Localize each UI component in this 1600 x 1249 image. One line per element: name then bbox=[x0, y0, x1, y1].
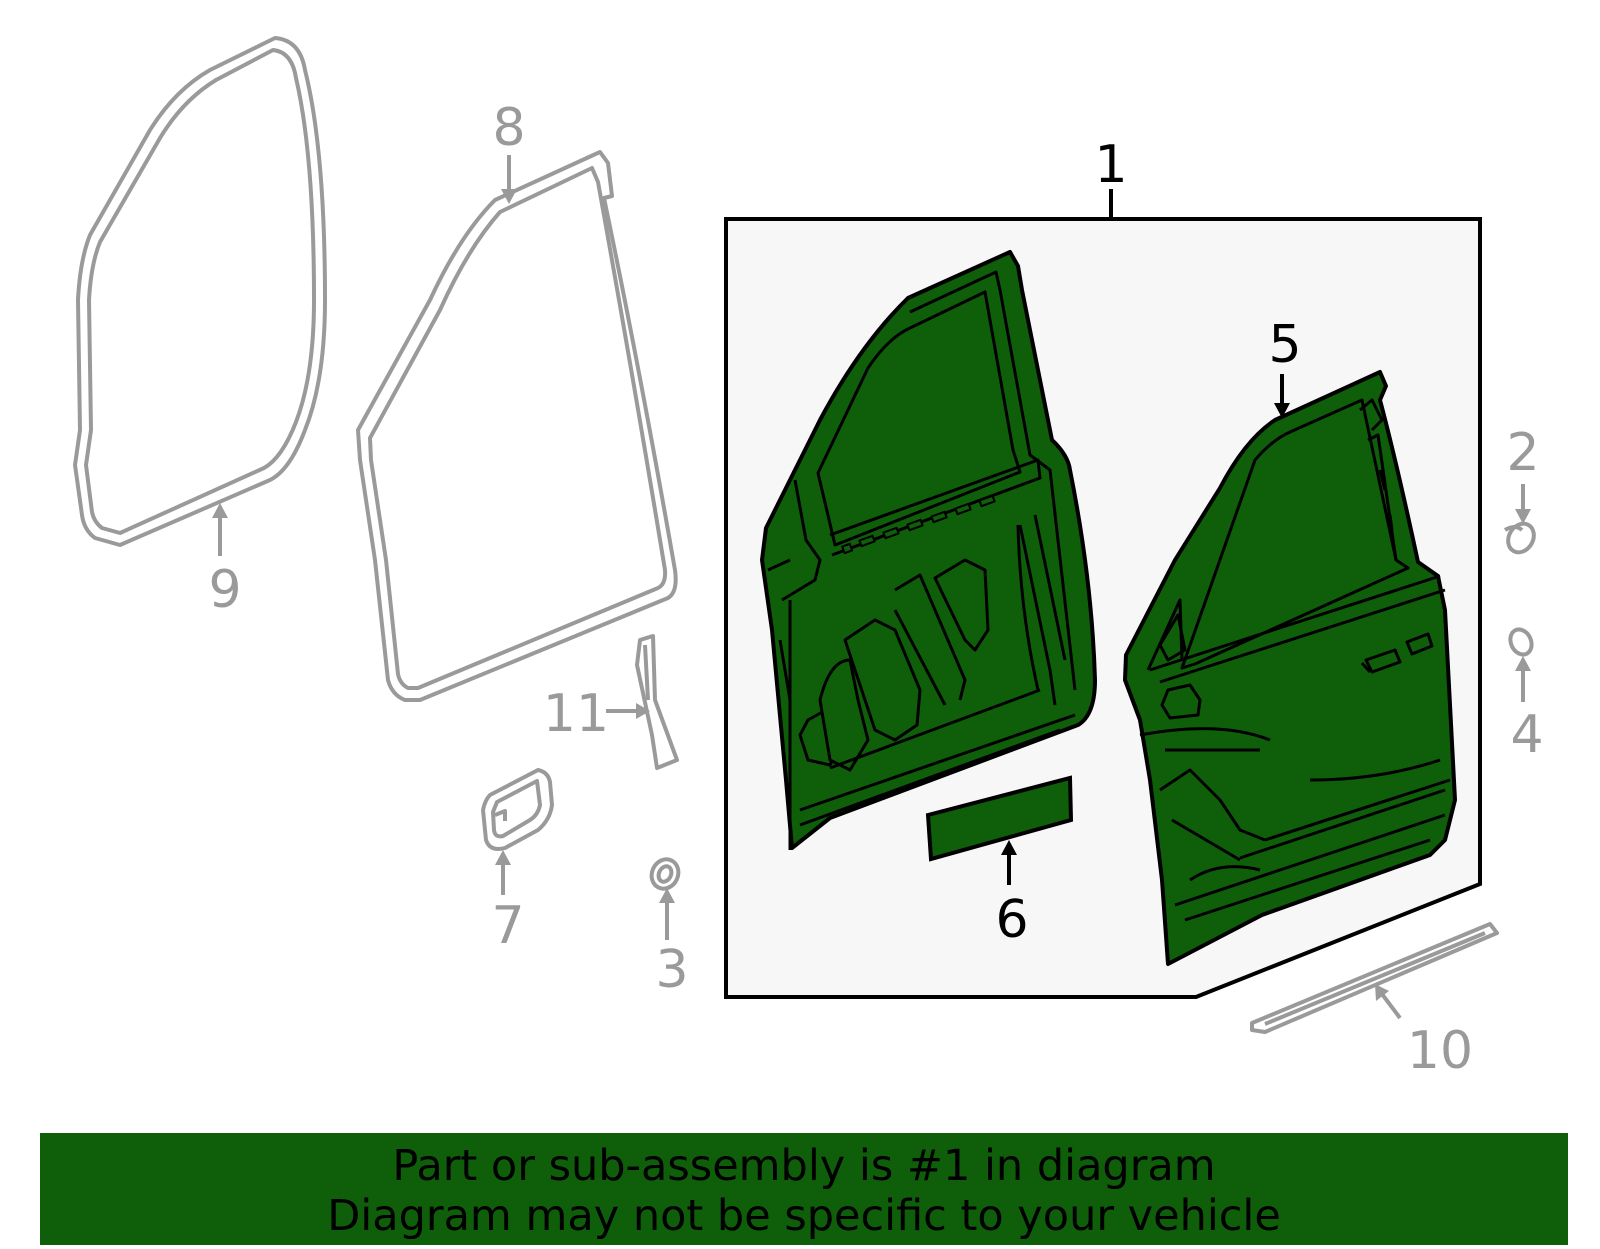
notice-line-1: Part or sub-assembly is #1 in diagram bbox=[392, 1141, 1216, 1191]
part-11-trim[interactable] bbox=[635, 634, 679, 770]
callout-1: 1 bbox=[1094, 135, 1127, 195]
part-6-panel[interactable] bbox=[925, 775, 1074, 862]
notice-banner: Part or sub-assembly is #1 in diagram Di… bbox=[40, 1133, 1568, 1245]
callout-7: 7 bbox=[491, 896, 524, 956]
part-9-weatherstrip[interactable] bbox=[73, 36, 327, 547]
part-10-molding[interactable] bbox=[1250, 922, 1499, 1034]
callout-4: 4 bbox=[1510, 705, 1543, 765]
part-2-clip[interactable] bbox=[1503, 519, 1539, 557]
callout-9: 9 bbox=[208, 560, 241, 620]
callout-11: 11 bbox=[543, 684, 609, 744]
part-inner-door-panel[interactable] bbox=[760, 250, 1097, 850]
callout-5: 5 bbox=[1268, 315, 1301, 375]
notice-line-2: Diagram may not be specific to your vehi… bbox=[327, 1191, 1281, 1241]
part-8-weatherstrip[interactable] bbox=[356, 150, 678, 702]
part-3-clip[interactable] bbox=[647, 855, 683, 893]
callout-10: 10 bbox=[1407, 1021, 1473, 1081]
callout-3: 3 bbox=[655, 940, 688, 1000]
callout-6: 6 bbox=[995, 890, 1028, 950]
part-7-bezel[interactable] bbox=[481, 768, 554, 851]
part-4-clip[interactable] bbox=[1506, 626, 1535, 658]
callout-2: 2 bbox=[1506, 423, 1539, 483]
callout-8: 8 bbox=[492, 98, 525, 158]
callout-leaders bbox=[212, 155, 1531, 1020]
part-5-outer-door-skin[interactable] bbox=[1123, 370, 1457, 966]
